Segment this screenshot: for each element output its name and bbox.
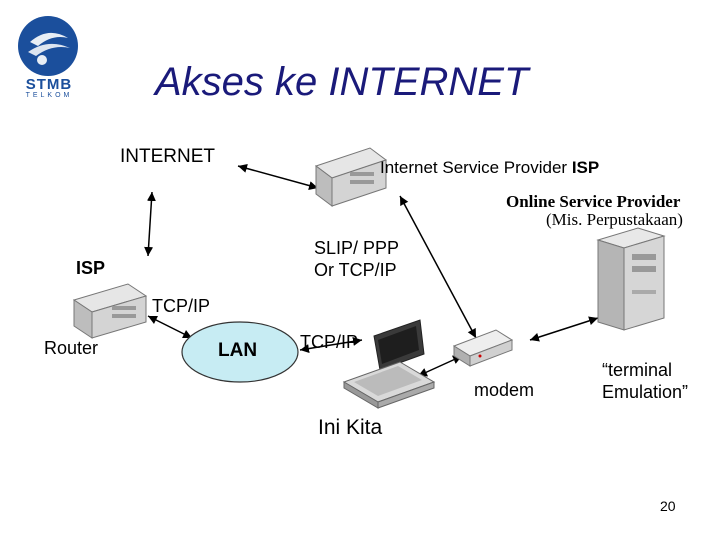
label-internet: INTERNET xyxy=(120,146,215,167)
label-tcpip-top: TCP/IP xyxy=(152,296,211,316)
label-online-provider: Online Service Provider xyxy=(506,192,681,211)
isp-provider-prefix: Internet Service Provider xyxy=(380,158,572,177)
label-terminal-1: “terminal xyxy=(602,360,673,380)
label-isp: ISP xyxy=(76,258,106,278)
slide-title: Akses ke INTERNET xyxy=(155,60,528,105)
label-slip-ppp-2: Or TCP/IP xyxy=(314,260,397,280)
isp-provider-bold: ISP xyxy=(571,158,600,177)
page-number: 20 xyxy=(660,498,676,514)
arrow-internet-router xyxy=(144,191,156,257)
label-router: Router xyxy=(44,338,99,358)
arrow-isp-server-modem xyxy=(399,195,477,339)
stmb-logo xyxy=(18,16,78,76)
arrow-internet-isp-server xyxy=(237,164,319,190)
arrow-lan-laptop xyxy=(299,336,363,354)
arrow-laptop-modem xyxy=(417,355,463,377)
label-slip-ppp-1: SLIP/ PPP xyxy=(314,238,400,258)
lan-ellipse xyxy=(181,321,299,383)
isp-server-icon xyxy=(314,147,388,207)
label-isp-provider: Internet Service Provider ISP xyxy=(380,158,599,178)
label-online-provider-sub: (Mis. Perpustakaan) xyxy=(546,210,683,229)
modem-icon xyxy=(452,329,514,367)
label-terminal-2: Emulation” xyxy=(602,382,689,402)
label-lan: LAN xyxy=(218,340,258,361)
label-ini-kita: Ini Kita xyxy=(318,416,383,439)
arrow-modem-server xyxy=(529,316,599,342)
title-part1: Akses xyxy=(155,60,264,104)
laptop-icon xyxy=(342,319,436,409)
label-modem: modem xyxy=(474,380,535,400)
label-tcpip-lan: TCP/IP xyxy=(300,332,359,352)
tower-server-icon xyxy=(596,227,666,331)
logo-text: STMB xyxy=(25,76,73,93)
title-part2: ke INTERNET xyxy=(263,60,529,104)
arrow-router-lan xyxy=(147,315,193,339)
logo-subtext: TELKOM xyxy=(25,92,73,99)
router-icon xyxy=(72,283,148,339)
